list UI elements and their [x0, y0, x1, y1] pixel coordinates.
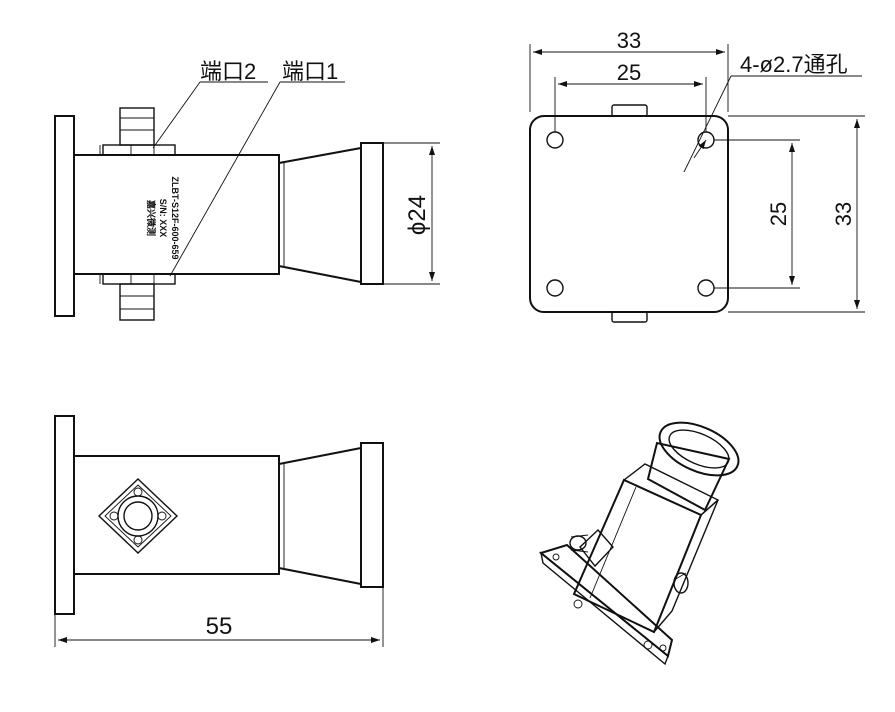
mount-hole-bl	[546, 279, 564, 297]
top-connector-lower	[611, 311, 648, 323]
marking-line2: S/N: XXX	[158, 199, 168, 238]
side-horn-flange	[360, 442, 384, 588]
iso-horn-mouth	[658, 421, 740, 477]
mount-hole-br	[697, 279, 715, 297]
holes-label: 4-ø2.7通孔	[740, 52, 848, 77]
holes-leader	[683, 75, 732, 173]
side-port-connector	[97, 478, 179, 554]
port2-connector	[102, 107, 176, 156]
side-horn	[278, 446, 362, 586]
top-plate	[529, 115, 729, 313]
side-flange	[54, 415, 75, 615]
isometric-view	[538, 421, 740, 666]
port1-label: 端口1	[282, 59, 338, 84]
iso-body-side	[653, 499, 719, 633]
front-view: ZLBT-S12F-600-659 S/N: XXX 嘉兴微测 端口2 端口1 …	[54, 59, 440, 321]
width-inner-dim: 25	[617, 60, 641, 85]
diameter-dim: ϕ24	[404, 195, 431, 235]
front-horn	[278, 146, 362, 284]
iso-body-top	[622, 463, 720, 516]
product-marking: ZLBT-S12F-600-659 S/N: XXX 嘉兴微测	[146, 176, 180, 259]
length-dim: 55	[206, 613, 233, 640]
iso-base-plate	[538, 543, 674, 658]
top-connector-upper	[611, 104, 648, 117]
mount-hole-tl	[546, 131, 564, 149]
front-flange	[54, 115, 75, 317]
height-outer-dim: 33	[831, 202, 856, 226]
port2-leader	[152, 81, 201, 149]
marking-line1: ZLBT-S12F-600-659	[170, 176, 180, 259]
port1-leader	[169, 81, 281, 277]
iso-port-connector-rear	[673, 572, 689, 594]
port1-connector	[102, 273, 176, 321]
port2-label: 端口2	[200, 59, 256, 84]
side-view: 55	[54, 415, 384, 647]
top-view: 33 25 25 33 4-ø2.7通孔	[529, 28, 865, 323]
height-inner-dim: 25	[766, 202, 791, 226]
marking-line3: 嘉兴微测	[146, 199, 157, 236]
iso-port-connector	[569, 528, 614, 568]
front-horn-flange	[360, 142, 384, 285]
width-outer-dim: 33	[617, 28, 641, 53]
